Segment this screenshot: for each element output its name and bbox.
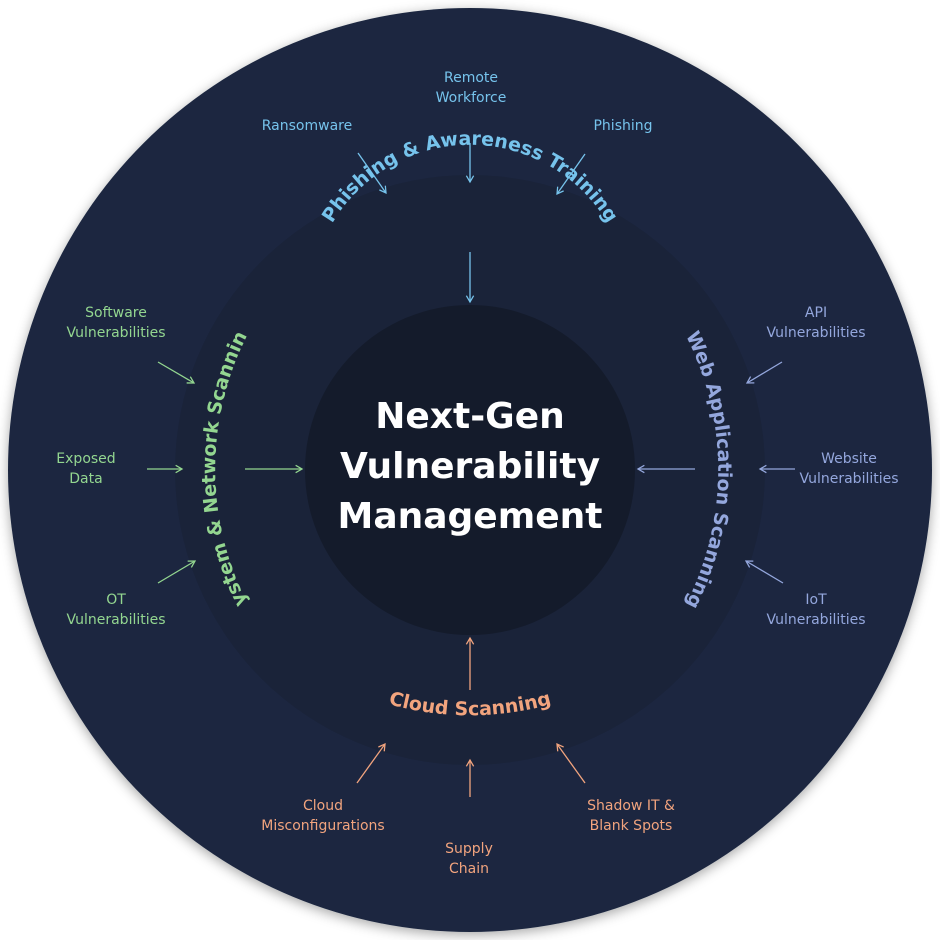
arrow-api-vulnerabilities: [745, 361, 783, 384]
threat-misconfig-line-2: Misconfigurations: [261, 818, 385, 834]
threat-exposed-line-1: Exposed: [56, 451, 116, 467]
arrow-shadow-it: [556, 742, 586, 784]
threat-website-line-2: Vulnerabilities: [799, 471, 899, 487]
arrow-ot-vulnerabilities: [157, 560, 197, 584]
arrow-software-vulnerabilities: [157, 361, 196, 384]
threat-api-vulnerabilities: API Vulnerabilities: [716, 303, 916, 343]
threat-software-line-2: Vulnerabilities: [66, 325, 166, 341]
threat-software-line-1: Software: [85, 305, 147, 321]
threat-shadow-line-1: Shadow IT &: [587, 798, 675, 814]
threat-shadow-line-2: Blank Spots: [589, 818, 673, 834]
threat-phishing-label: Phishing: [593, 118, 653, 134]
center-title: Next-Gen Vulnerability Management: [270, 392, 670, 542]
threat-ot-vulnerabilities: OT Vulnerabilities: [16, 590, 216, 630]
threat-iot-line-1: IoT: [805, 592, 827, 608]
threat-software-vulnerabilities: Software Vulnerabilities: [16, 303, 216, 343]
arrow-iot-vulnerabilities: [744, 560, 784, 584]
center-title-line-1: Next-Gen: [375, 396, 565, 437]
threat-cloud-misconfigurations: Cloud Misconfigurations: [223, 796, 423, 836]
threat-remote-workforce-line-2: Workforce: [435, 90, 507, 106]
threat-iot-line-2: Vulnerabilities: [766, 612, 866, 628]
threat-supply-line-1: Supply: [445, 841, 493, 857]
threat-api-line-1: API: [804, 305, 828, 321]
center-title-line-3: Management: [337, 496, 603, 537]
center-title-line-2: Vulnerability: [339, 446, 601, 487]
threat-misconfig-line-1: Cloud: [303, 798, 343, 814]
threat-api-line-2: Vulnerabilities: [766, 325, 866, 341]
threat-exposed-line-2: Data: [69, 471, 103, 487]
threat-ot-line-1: OT: [106, 592, 126, 608]
inner-core: [305, 305, 635, 635]
threat-exposed-data: Exposed Data: [0, 449, 186, 489]
threat-supply-chain: Supply Chain: [369, 839, 569, 879]
arrow-phishing: [556, 153, 586, 196]
threat-iot-vulnerabilities: IoT Vulnerabilities: [716, 590, 916, 630]
threat-website-line-1: Website: [821, 451, 877, 467]
threat-website-vulnerabilities: Website Vulnerabilities: [749, 449, 940, 489]
threat-ransomware: Ransomware: [207, 116, 407, 136]
threat-ransomware-label: Ransomware: [261, 118, 353, 134]
threat-ot-line-2: Vulnerabilities: [66, 612, 166, 628]
arrow-cloud-misconfigurations: [356, 742, 386, 784]
threat-remote-workforce: Remote Workforce: [371, 68, 571, 108]
threat-supply-line-2: Chain: [449, 861, 489, 877]
threat-remote-workforce-line-1: Remote: [443, 70, 499, 86]
threat-shadow-it: Shadow IT & Blank Spots: [531, 796, 731, 836]
threat-phishing: Phishing: [523, 116, 723, 136]
arrow-ransomware: [357, 152, 387, 195]
